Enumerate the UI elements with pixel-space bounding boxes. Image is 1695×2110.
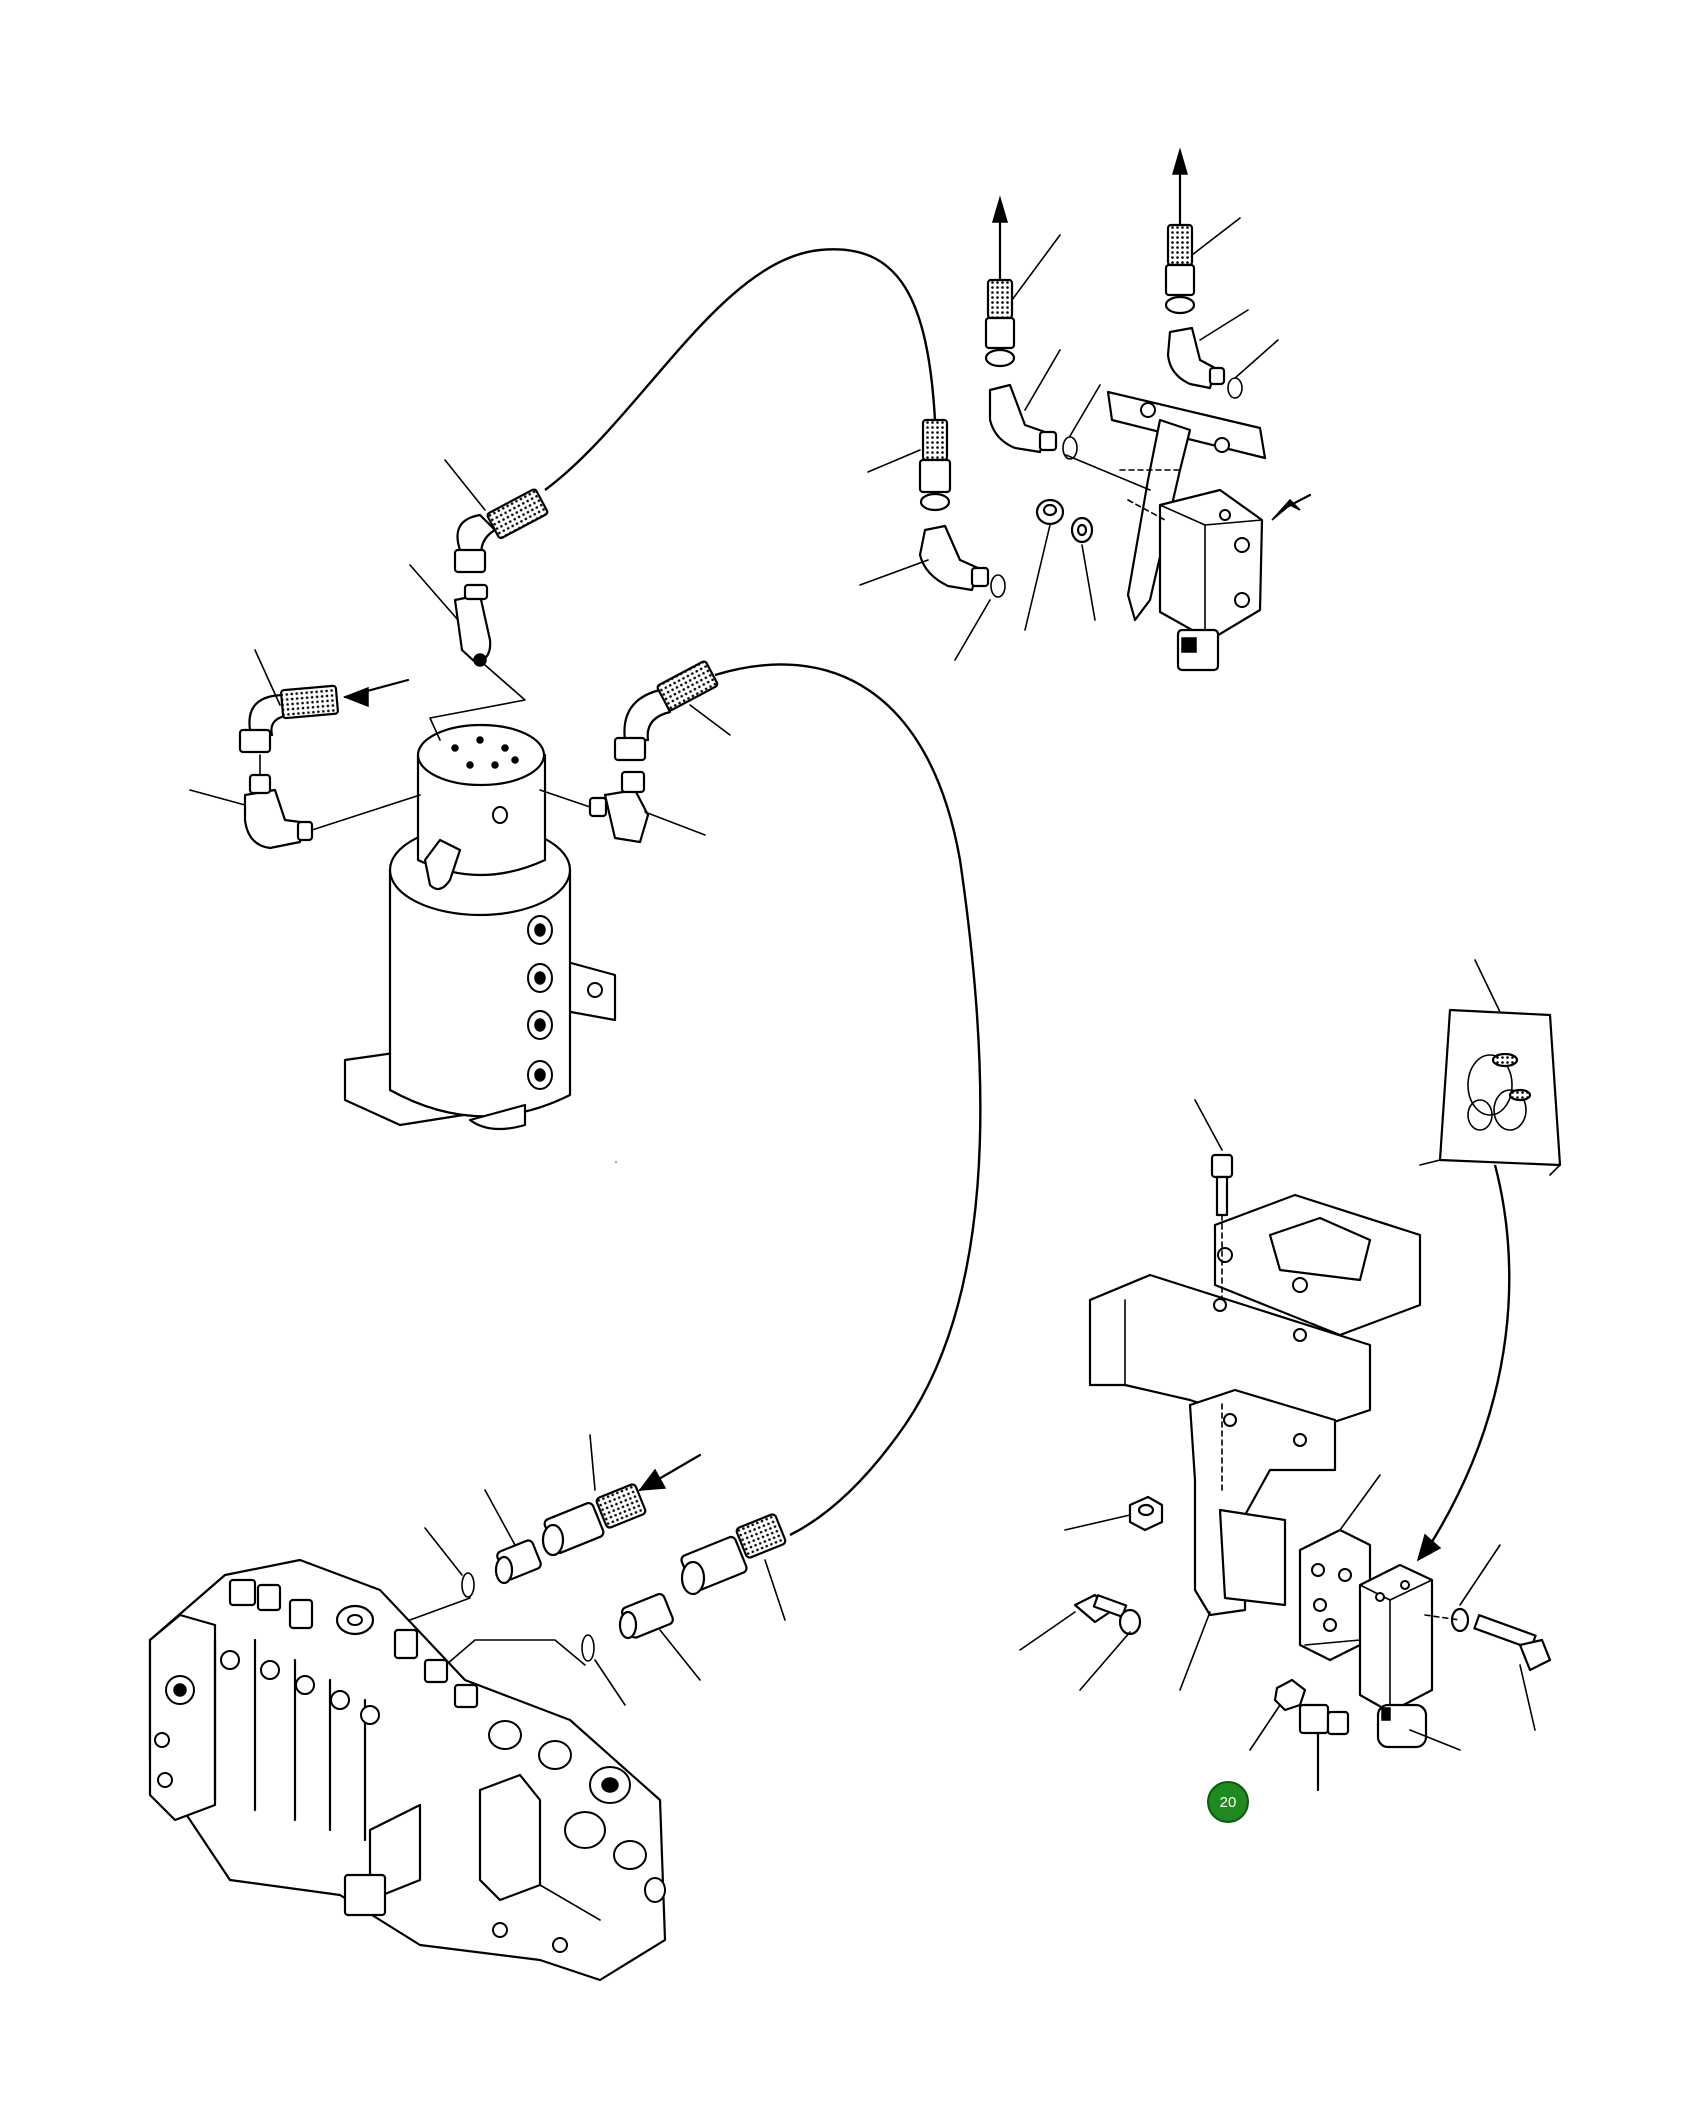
elbow-fitting [1166, 326, 1217, 390]
upper-left-hose-group [984, 195, 1151, 631]
flow-arrow-icon [638, 1468, 667, 1491]
bolt-shank [1215, 1175, 1229, 1217]
hose-grip [595, 1483, 647, 1529]
lower-solenoid-valve-assembly [1249, 1474, 1552, 1792]
nut [1273, 1678, 1307, 1712]
valve-end-cap [148, 1613, 217, 1822]
upper-solenoid-valve-assembly [1106, 390, 1312, 672]
callout-badge-circle [1207, 1781, 1249, 1823]
bracket-hole [1140, 402, 1156, 418]
hose-swivel-to-control-valve [714, 663, 982, 1537]
callout-badge[interactable]: 20 [1207, 1781, 1249, 1823]
electrical-connector [1298, 1703, 1330, 1735]
swivel-left-fittings [189, 459, 549, 850]
valve-side-block [478, 1773, 542, 1902]
lower-bracket-assembly [1019, 1099, 1422, 1691]
o-ring [581, 1634, 595, 1662]
kit-arrow-icon [1416, 1533, 1442, 1562]
valve-cap [228, 1578, 257, 1607]
hose-ferrule [613, 736, 647, 762]
o-ring [990, 574, 1006, 598]
hose-grip [921, 418, 949, 462]
hose-grip [280, 684, 339, 720]
hose-ferrule [984, 316, 1016, 350]
hose-ferrule [238, 728, 272, 754]
flow-arrow-icon [342, 686, 369, 708]
hose-grip [986, 278, 1014, 320]
elbow-fitting [918, 524, 980, 592]
bolt-head [1518, 1638, 1552, 1672]
hose-grip [486, 488, 549, 540]
bracket-hole [1214, 437, 1230, 453]
elbow-fitting [988, 383, 1047, 454]
elbow-fitting [453, 593, 492, 664]
o-ring [1227, 377, 1243, 399]
valve-bank-body [148, 1558, 667, 1982]
swivel-right-fittings [539, 660, 731, 844]
washer [1118, 1608, 1142, 1636]
seal-kit-bag [1438, 1008, 1562, 1167]
o-ring [461, 1572, 475, 1598]
upper-right-hose-group [1164, 147, 1279, 399]
callout-badge-label: 20 [1220, 1794, 1237, 1811]
rotary-swivel-joint [343, 723, 617, 1131]
hose-ferrule [918, 458, 952, 494]
lower-upper-fitting-group [384, 1434, 702, 1629]
control-valve-bank [148, 1558, 667, 1982]
elbow-fitting [603, 788, 650, 844]
kit-bag-group [1416, 959, 1562, 1562]
hose-grip [1166, 223, 1194, 267]
lower-lower-fitting-group [404, 1513, 787, 1706]
hose-grip [656, 660, 719, 712]
lower-solenoid-valve-body [1358, 1563, 1434, 1714]
hose-swivel-to-top-valve [544, 248, 937, 491]
stray-mark [615, 1161, 617, 1163]
o-ring [1062, 436, 1078, 460]
elbow-fitting [243, 788, 302, 850]
hose-grip [735, 1513, 787, 1559]
hose-ferrule [453, 548, 487, 574]
swivel-pin [423, 838, 462, 891]
bolt-head [1210, 1153, 1234, 1179]
mid-hose-end-group [859, 418, 1006, 661]
washer [1450, 1607, 1470, 1633]
hose-ferrule [1164, 263, 1196, 297]
